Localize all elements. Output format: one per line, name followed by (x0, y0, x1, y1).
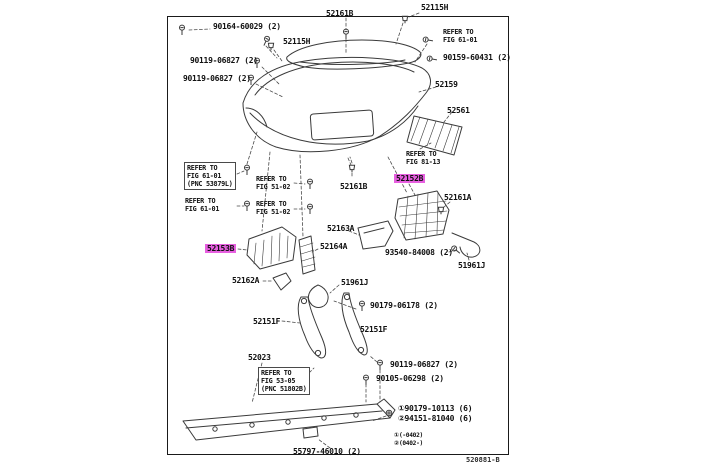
arm-right (341, 292, 368, 356)
bolt-icon (343, 28, 349, 40)
bolt-icon (307, 178, 313, 190)
side-support-rh (394, 190, 450, 241)
refer-label-fig-81-13[interactable]: REFER TO FIG 81-13 (406, 150, 441, 167)
bolt-icon (244, 164, 250, 176)
clip-icon (401, 15, 409, 24)
bracket-52163a (357, 220, 394, 250)
clip-icon (348, 164, 356, 173)
part-label-52151f-right[interactable]: 52151F (360, 325, 388, 334)
part-label-52161b-top[interactable]: 52161B (326, 9, 354, 18)
refer-label-fig-61-01-c[interactable]: REFER TO FIG 61-01 (185, 197, 220, 214)
bolt-icon (377, 359, 383, 371)
part-label-52161a[interactable]: 52161A (444, 193, 472, 202)
reinforcement-bar (182, 398, 396, 441)
retainer-strip (298, 235, 316, 275)
part-label-52023[interactable]: 52023 (248, 353, 271, 362)
part-label-90119-06827-a[interactable]: 90119-06827 (2) (190, 56, 258, 65)
refer-label-fig-51-02-b[interactable]: REFER TO FIG 51-02 (256, 200, 291, 217)
part-label-90179-10113[interactable]: ①90179-10113 (6) (398, 404, 473, 413)
refer-label-fig-61-01-b[interactable]: REFER TO FIG 61-01 (PNC 53879L) (184, 162, 236, 191)
part-label-90164-60029[interactable]: 90164-60029 (2) (213, 22, 281, 31)
part-label-90105-06298[interactable]: 90105-06298 (2) (376, 374, 444, 383)
arm-left (297, 296, 327, 359)
part-label-90179-06178[interactable]: 90179-06178 (2) (370, 301, 438, 310)
part-label-52163a[interactable]: 52163A (327, 224, 355, 233)
part-label-90119-06827-b[interactable]: 90119-06827 (2) (183, 74, 251, 83)
part-label-55797-46010[interactable]: 55797-46010 (2) (293, 447, 361, 456)
bolt-icon (359, 300, 365, 312)
diagram-border (167, 16, 509, 455)
bolt-icon (179, 24, 185, 36)
refer-label-fig-53-05[interactable]: REFER TO FIG 53-05 (PNC 51802B) (258, 367, 310, 396)
bolt-icon (244, 200, 250, 212)
clip-icon (267, 42, 275, 51)
part-label-51961j-center[interactable]: 51961J (341, 278, 369, 287)
hook-center (307, 284, 329, 308)
part-label-94151-81040[interactable]: ②94151-81040 (6) (398, 414, 473, 423)
refer-label-fig-51-02-a[interactable]: REFER TO FIG 51-02 (256, 175, 291, 192)
leader-lines (188, 12, 470, 449)
part-label-51961j-right[interactable]: 51961J (458, 261, 486, 270)
bumper-cover-outline (242, 56, 431, 153)
legend-note-2: ②(0402-) (394, 440, 423, 447)
side-support-lh (246, 226, 297, 270)
part-label-52561[interactable]: 52561 (447, 106, 470, 115)
legend-note-1: ①(-0402) (394, 432, 423, 439)
hook-right (451, 232, 481, 258)
lower-pad-hatched (406, 115, 463, 156)
part-label-93540-84008[interactable]: 93540-84008 (2) (385, 248, 453, 257)
bolt-icon (422, 36, 434, 44)
figure-number: 520881-B (466, 456, 500, 464)
part-label-52115h-2[interactable]: 52115H (283, 37, 311, 46)
part-label-90119-06827-c[interactable]: 90119-06827 (2) (390, 360, 458, 369)
part-label-90159-60431[interactable]: 90159-60431 (2) (443, 53, 511, 62)
part-label-52162a[interactable]: 52162A (232, 276, 260, 285)
refer-label-fig-61-01-a[interactable]: REFER TO FIG 61-01 (443, 28, 478, 45)
part-label-52152b[interactable]: 52152B (394, 174, 426, 184)
bolt-icon (426, 55, 438, 63)
clip-piece-52162a (272, 272, 292, 291)
bolt-icon (307, 203, 313, 215)
part-label-52115h-top[interactable]: 52115H (421, 3, 449, 12)
bolt-icon (363, 374, 369, 386)
nut-icon (385, 409, 393, 417)
part-label-52159[interactable]: 52159 (435, 80, 458, 89)
part-label-52161b-mid[interactable]: 52161B (340, 182, 368, 191)
clip-icon (437, 206, 445, 215)
part-label-52164a[interactable]: 52164A (320, 242, 348, 251)
part-label-52151f-left[interactable]: 52151F (253, 317, 281, 326)
part-label-52153b[interactable]: 52153B (205, 244, 237, 254)
